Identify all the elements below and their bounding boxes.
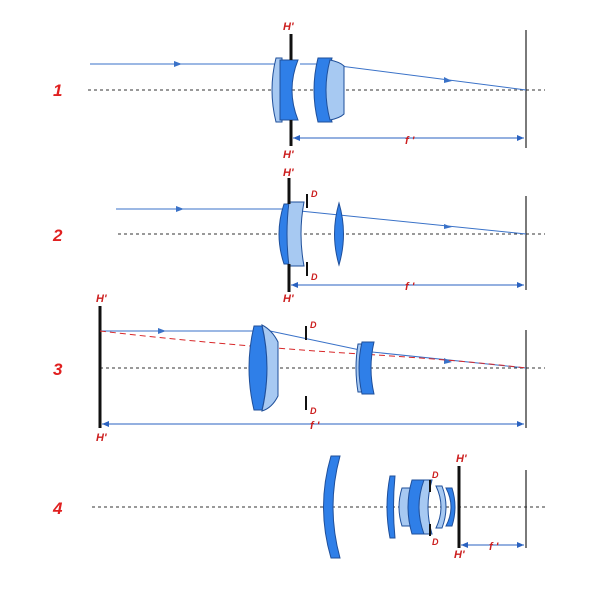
aperture-stop-label: D <box>432 470 439 480</box>
focal-length-label: f ' <box>405 281 415 293</box>
ray-arrow <box>158 328 166 334</box>
refracted-ray <box>299 210 527 235</box>
lens-element <box>286 201 305 267</box>
ray-arrow <box>176 206 184 212</box>
refracted-ray <box>339 65 527 91</box>
principal-plane-label: H' <box>283 167 294 179</box>
diagram-number: 1 <box>53 81 62 100</box>
dim-arrow <box>293 135 300 141</box>
diagram-3: 3 H' H' D D f ' <box>53 293 545 444</box>
diagram-number: 2 <box>52 226 63 245</box>
ray-arrow <box>174 61 182 67</box>
aperture-stop-label: D <box>310 406 317 416</box>
lens-element <box>358 341 375 395</box>
aperture-stop-label: D <box>310 320 317 330</box>
principal-ray-dashed <box>99 330 527 369</box>
focal-length-label: f ' <box>405 135 415 147</box>
principal-plane-label: H' <box>283 149 294 161</box>
diagram-4: 4 D D H' H' f ' <box>52 453 545 561</box>
lens-element <box>445 487 456 527</box>
lens-element <box>325 59 345 121</box>
focal-length-label: f ' <box>489 541 499 553</box>
principal-plane-label: H' <box>96 293 107 305</box>
principal-plane-label: H' <box>283 21 294 33</box>
principal-plane-label: H' <box>454 549 465 561</box>
lens-element <box>261 324 279 412</box>
diagram-number: 3 <box>53 360 63 379</box>
ray-segment <box>269 330 361 351</box>
dim-arrow <box>461 542 468 548</box>
ray-arrow <box>444 358 452 364</box>
focal-length-label: f ' <box>310 420 320 432</box>
dim-arrow <box>102 421 109 427</box>
dim-arrow <box>291 282 298 288</box>
diagram-number: 4 <box>52 499 63 518</box>
ray-arrow <box>444 77 452 83</box>
ray-arrow <box>444 224 452 229</box>
aperture-stop-label: D <box>311 272 318 282</box>
lens-element <box>386 475 396 539</box>
lens-element <box>279 59 299 121</box>
principal-plane-label: H' <box>456 453 467 465</box>
diagram-1: 1 H' H' f ' <box>53 21 545 161</box>
lens-element <box>323 455 341 559</box>
lens-element <box>334 201 344 267</box>
aperture-stop-label: D <box>432 537 439 547</box>
principal-plane-label: H' <box>283 293 294 305</box>
principal-plane-label: H' <box>96 432 107 444</box>
diagram-2: 2 H' H' D D f ' <box>52 167 545 305</box>
aperture-stop-label: D <box>311 189 318 199</box>
lens-element <box>435 485 447 529</box>
